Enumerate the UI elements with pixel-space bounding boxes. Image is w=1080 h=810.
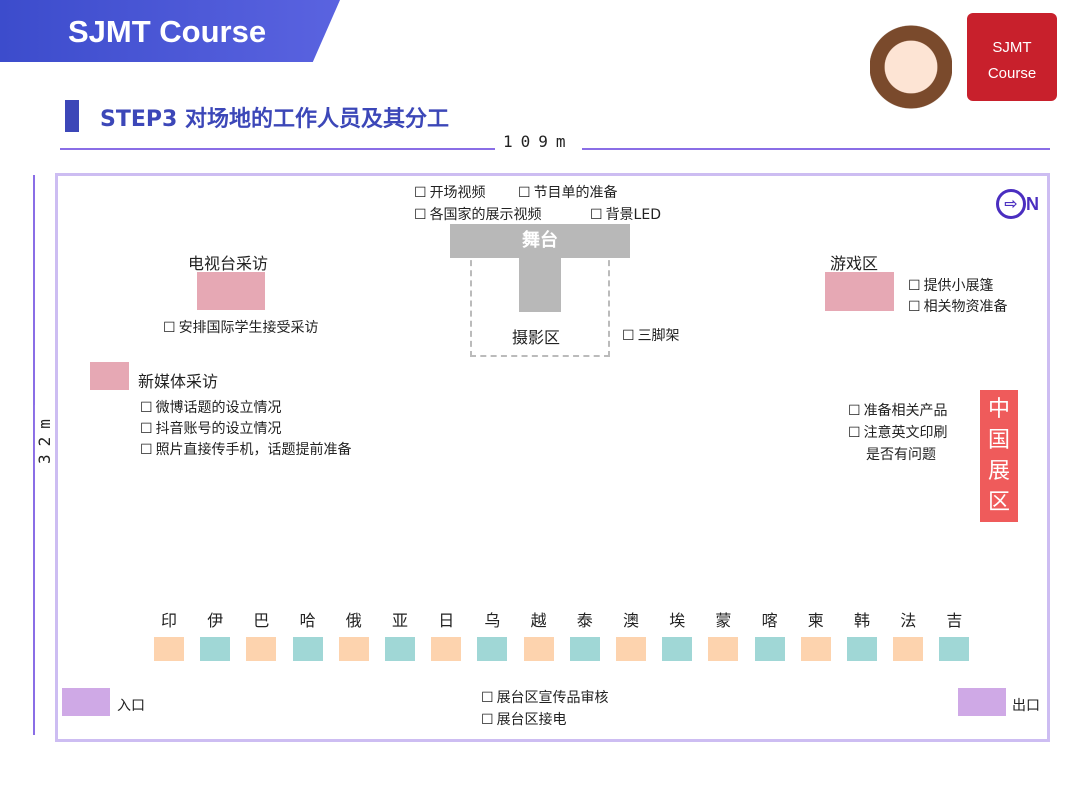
country-booth xyxy=(569,637,600,661)
country-booth xyxy=(754,637,785,661)
new-media-task: 抖音账号的设立情况 xyxy=(140,418,282,438)
country-label: 乌 xyxy=(484,611,501,630)
country-booth xyxy=(893,637,924,661)
stage-task: 节目单的准备 xyxy=(518,182,618,202)
country-label: 日 xyxy=(438,611,455,630)
avatar xyxy=(870,12,952,112)
country-label: 吉 xyxy=(946,611,963,630)
game-label: 游戏区 xyxy=(830,254,879,273)
country-label: 蒙 xyxy=(715,611,732,630)
height-label: 32m xyxy=(34,405,54,470)
exit-label: 出口 xyxy=(1012,698,1040,714)
country-booth xyxy=(246,637,277,661)
country-label: 哈 xyxy=(299,611,316,630)
tv-area xyxy=(197,272,265,310)
game-task: 相关物资准备 xyxy=(908,296,1008,316)
stage-task: 开场视频 xyxy=(414,182,486,202)
booth-task: 展台区宣传品审核 xyxy=(481,687,609,707)
country-booth xyxy=(523,637,554,661)
country-booth xyxy=(477,637,508,661)
country-label: 韩 xyxy=(854,611,871,630)
venue-map xyxy=(55,173,1050,742)
country-booth xyxy=(431,637,462,661)
country-label: 俄 xyxy=(345,611,362,630)
entrance-area xyxy=(62,688,110,716)
country-label: 印 xyxy=(161,611,178,630)
compass-label: N xyxy=(1026,194,1039,214)
game-area xyxy=(825,272,894,311)
country-booth xyxy=(338,637,369,661)
stage-task: 各国家的展示视频 xyxy=(414,204,542,224)
china-task: 注意英文印刷 xyxy=(848,422,948,442)
title-marker xyxy=(65,100,79,132)
stage: 舞台 xyxy=(450,224,630,258)
brand-banner: SJMT Course xyxy=(0,0,340,62)
game-task: 提供小展篷 xyxy=(908,275,994,295)
logo-line2: Course xyxy=(987,65,1037,82)
exit-area xyxy=(958,688,1006,716)
country-booth xyxy=(385,637,415,661)
country-booth xyxy=(200,637,231,661)
country-label: 伊 xyxy=(207,611,224,630)
stage-task: 背景LED xyxy=(590,204,661,224)
width-label: 109m xyxy=(495,132,582,151)
country-booth xyxy=(154,637,184,661)
country-booth xyxy=(800,637,831,661)
photo-area-label: 摄影区 xyxy=(512,328,561,347)
country-label: 法 xyxy=(900,611,917,630)
new-media-area xyxy=(90,362,129,390)
country-label: 澳 xyxy=(623,611,640,630)
country-booth xyxy=(847,637,877,661)
entrance-label: 入口 xyxy=(117,698,145,714)
country-booth xyxy=(616,637,646,661)
tv-label: 电视台采访 xyxy=(188,254,269,273)
height-arrow xyxy=(33,175,35,735)
country-label: 亚 xyxy=(392,611,409,630)
country-label: 柬 xyxy=(807,611,824,630)
china-pavilion: 中国展区 xyxy=(980,390,1018,522)
booth-task: 展台区接电 xyxy=(481,709,567,729)
new-media-task: 照片直接传手机，话题提前准备 xyxy=(140,439,352,459)
country-label: 越 xyxy=(530,611,547,630)
logo-line1: SJMT xyxy=(992,39,1032,56)
page-title: STEP3 对场地的工作人员及其分工 xyxy=(100,107,449,132)
logo: SJMT Course xyxy=(967,13,1057,101)
stage-runway xyxy=(519,258,561,312)
country-label: 喀 xyxy=(761,611,778,630)
country-booth xyxy=(662,637,693,661)
country-booth xyxy=(939,637,970,661)
country-label: 巴 xyxy=(253,611,270,630)
tv-task: 安排国际学生接受采访 xyxy=(163,317,319,337)
country-booth xyxy=(292,637,323,661)
country-booth xyxy=(708,637,739,661)
photo-task: 三脚架 xyxy=(622,325,680,345)
country-label: 埃 xyxy=(669,611,686,630)
country-label: 泰 xyxy=(576,611,593,630)
compass-arrow-icon: ⇨ xyxy=(996,189,1026,219)
new-media-task: 微博话题的设立情况 xyxy=(140,397,282,417)
china-task: 是否有问题 xyxy=(866,447,936,463)
brand-title: SJMT Course xyxy=(68,14,267,49)
china-task: 准备相关产品 xyxy=(848,400,948,420)
new-media-label: 新媒体采访 xyxy=(138,372,219,391)
